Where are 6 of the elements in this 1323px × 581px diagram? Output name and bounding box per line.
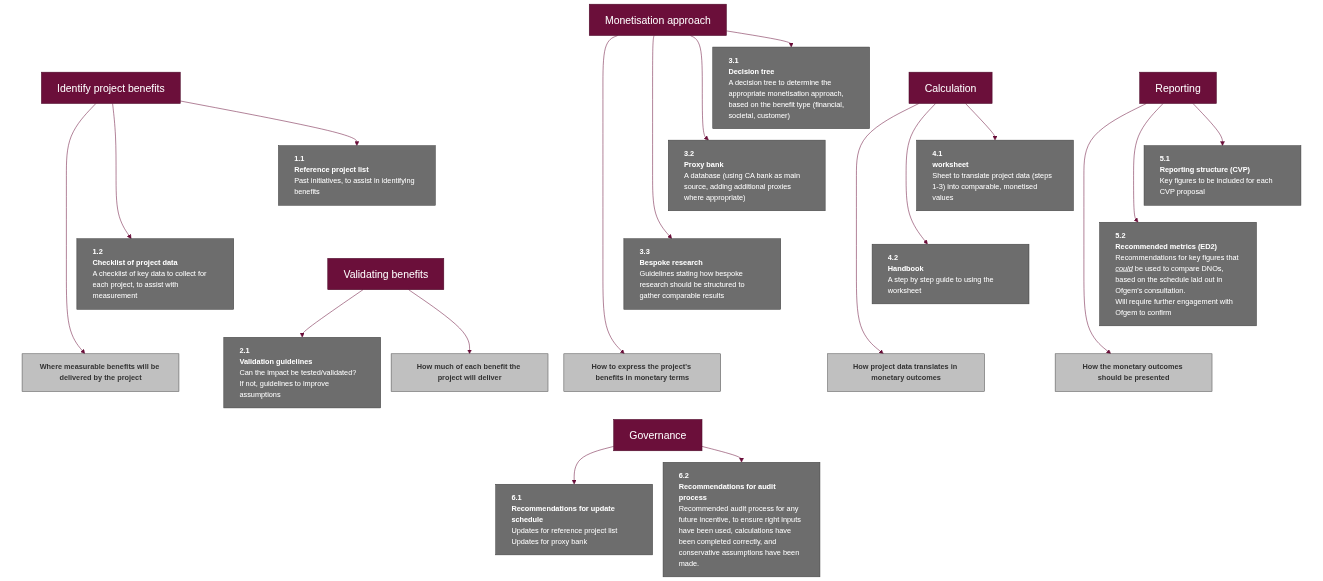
node-box: Governance [613, 419, 703, 452]
node-box: Identify project benefits [41, 71, 181, 104]
node-box: Validating benefits [327, 258, 445, 290]
node-box: Calculation [908, 71, 993, 104]
node-box: Reporting [1139, 71, 1217, 104]
node-box: Monetisation approach [588, 3, 727, 36]
